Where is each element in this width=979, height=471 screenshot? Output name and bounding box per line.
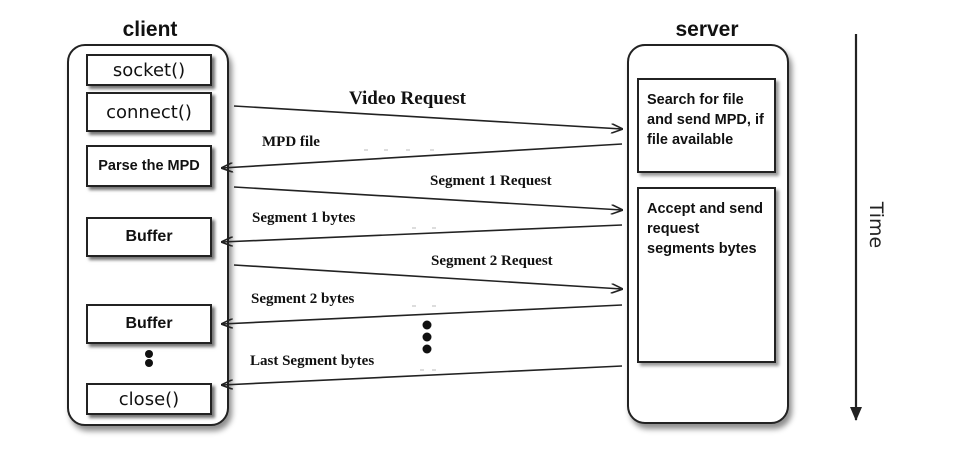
middle-ellipsis-dots	[422, 320, 432, 354]
accept-send-box: Accept and send request segments bytes	[637, 187, 776, 363]
last-segment-bytes-arrow	[222, 365, 623, 385]
segment1-request-arrow	[233, 186, 622, 210]
parse-mpd-box: Parse the MPD	[86, 145, 212, 187]
video-request-label: Video Request	[349, 88, 466, 109]
close-box: close()	[86, 383, 212, 415]
search-file-box: Search for file and send MPD, if file av…	[637, 78, 776, 173]
last-segment-bytes-label: Last Segment bytes	[250, 353, 375, 369]
client-title: client	[122, 18, 178, 41]
segment2-request-label: Segment 2 Request	[431, 253, 553, 269]
video-request-arrow	[233, 105, 622, 129]
client-ellipsis-dots	[145, 350, 153, 367]
connect-box: connect()	[86, 92, 212, 132]
segment2-bytes-arrow	[222, 304, 623, 324]
socket-box: socket()	[86, 54, 212, 86]
segment2-bytes-label: Segment 2 bytes	[251, 291, 355, 307]
mpd-file-label: MPD file	[262, 134, 320, 150]
buffer-box-1: Buffer	[86, 217, 212, 257]
segment2-request-arrow	[233, 264, 622, 289]
buffer-box-2: Buffer	[86, 304, 212, 344]
segment1-bytes-arrow	[222, 224, 623, 242]
server-title: server	[675, 18, 739, 41]
time-label: Time	[865, 201, 887, 249]
segment1-bytes-label: Segment 1 bytes	[252, 210, 356, 226]
mpd-file-arrow	[222, 143, 623, 168]
segment1-request-label: Segment 1 Request	[430, 173, 552, 189]
